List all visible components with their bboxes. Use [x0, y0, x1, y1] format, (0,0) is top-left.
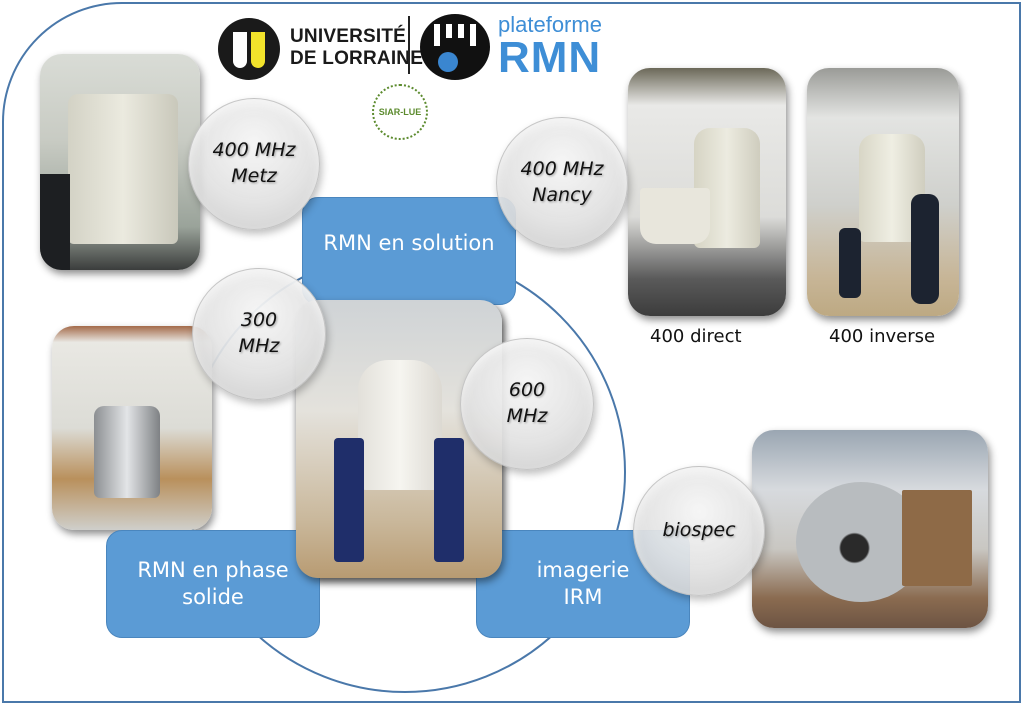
- bubble-text: 600: [508, 379, 546, 402]
- platform-small-text: plateforme: [498, 12, 602, 37]
- category-solution-label: RMN en solution: [323, 231, 495, 256]
- stand-shape: [911, 194, 939, 304]
- logo-bar: [470, 24, 476, 46]
- bubble-400-nancy: 400 MHz Nancy: [496, 117, 628, 249]
- plateforme-rmn-text: plateforme RMN: [498, 14, 602, 80]
- caption-400-direct: 400 direct: [650, 326, 742, 347]
- category-imaging-label-line1: imagerie: [536, 557, 630, 582]
- bubble-300-mhz: 300 MHz: [192, 268, 326, 400]
- bubble-biospec: biospec: [633, 466, 765, 596]
- stand-shape: [40, 174, 70, 270]
- photo-400-direct: [628, 68, 786, 316]
- universite-lorraine-text: UNIVERSITÉ DE LORRAINE: [290, 26, 423, 70]
- university-line1: UNIVERSITÉ: [290, 26, 407, 47]
- category-imaging-label-line2: IRM: [563, 585, 603, 609]
- logo-separator: [408, 16, 410, 74]
- platform-big-text: RMN: [498, 33, 602, 82]
- magnet-shape: [68, 94, 178, 244]
- siar-lue-logo-icon: SIAR-LUE: [372, 84, 428, 140]
- category-rmn-solution: RMN en solution: [302, 197, 516, 305]
- category-solid-label-line1: RMN en phase: [137, 557, 289, 582]
- stand-left-shape: [334, 438, 364, 562]
- logo-bar: [434, 24, 440, 46]
- category-solid-label-line2: solide: [182, 585, 244, 609]
- sample-changer-shape: [640, 188, 710, 244]
- photo-400-inverse: [807, 68, 959, 316]
- bubble-text: Nancy: [532, 184, 592, 206]
- bubble-text: MHz: [238, 335, 280, 357]
- bubble-text: 400 MHz: [520, 158, 604, 181]
- bubble-600-mhz: 600 MHz: [460, 338, 594, 470]
- logo-letter-l-white: [233, 32, 247, 68]
- cabinet-shape: [902, 490, 972, 586]
- stand-shape: [839, 228, 861, 298]
- bubble-text: biospec: [662, 519, 736, 542]
- siar-lue-text: SIAR-LUE: [378, 107, 422, 117]
- bubble-400-metz: 400 MHz Metz: [188, 98, 320, 230]
- universite-lorraine-logo-icon: [218, 18, 280, 80]
- bubble-text: 400 MHz: [212, 139, 296, 162]
- magnet-shape: [94, 406, 160, 498]
- bubble-text: MHz: [506, 405, 548, 427]
- bubble-text: Metz: [231, 165, 277, 187]
- photo-600-overlay: [296, 300, 502, 578]
- plateforme-rmn-logo-icon: [420, 14, 490, 80]
- photo-biospec: [752, 430, 988, 628]
- logo-bar: [458, 24, 464, 38]
- logo-spin-ball: [438, 52, 458, 72]
- magnet-shape: [358, 360, 442, 490]
- photo-300: [52, 326, 212, 530]
- university-line2: DE LORRAINE: [290, 48, 424, 69]
- logo-bar: [446, 24, 452, 38]
- caption-400-inverse: 400 inverse: [829, 326, 936, 347]
- stand-right-shape: [434, 438, 464, 562]
- photo-400-metz: [40, 54, 200, 270]
- logo-letter-l-yellow: [251, 32, 265, 68]
- category-rmn-phase-solide: RMN en phase solide: [106, 530, 320, 638]
- bubble-text: 300: [240, 309, 278, 332]
